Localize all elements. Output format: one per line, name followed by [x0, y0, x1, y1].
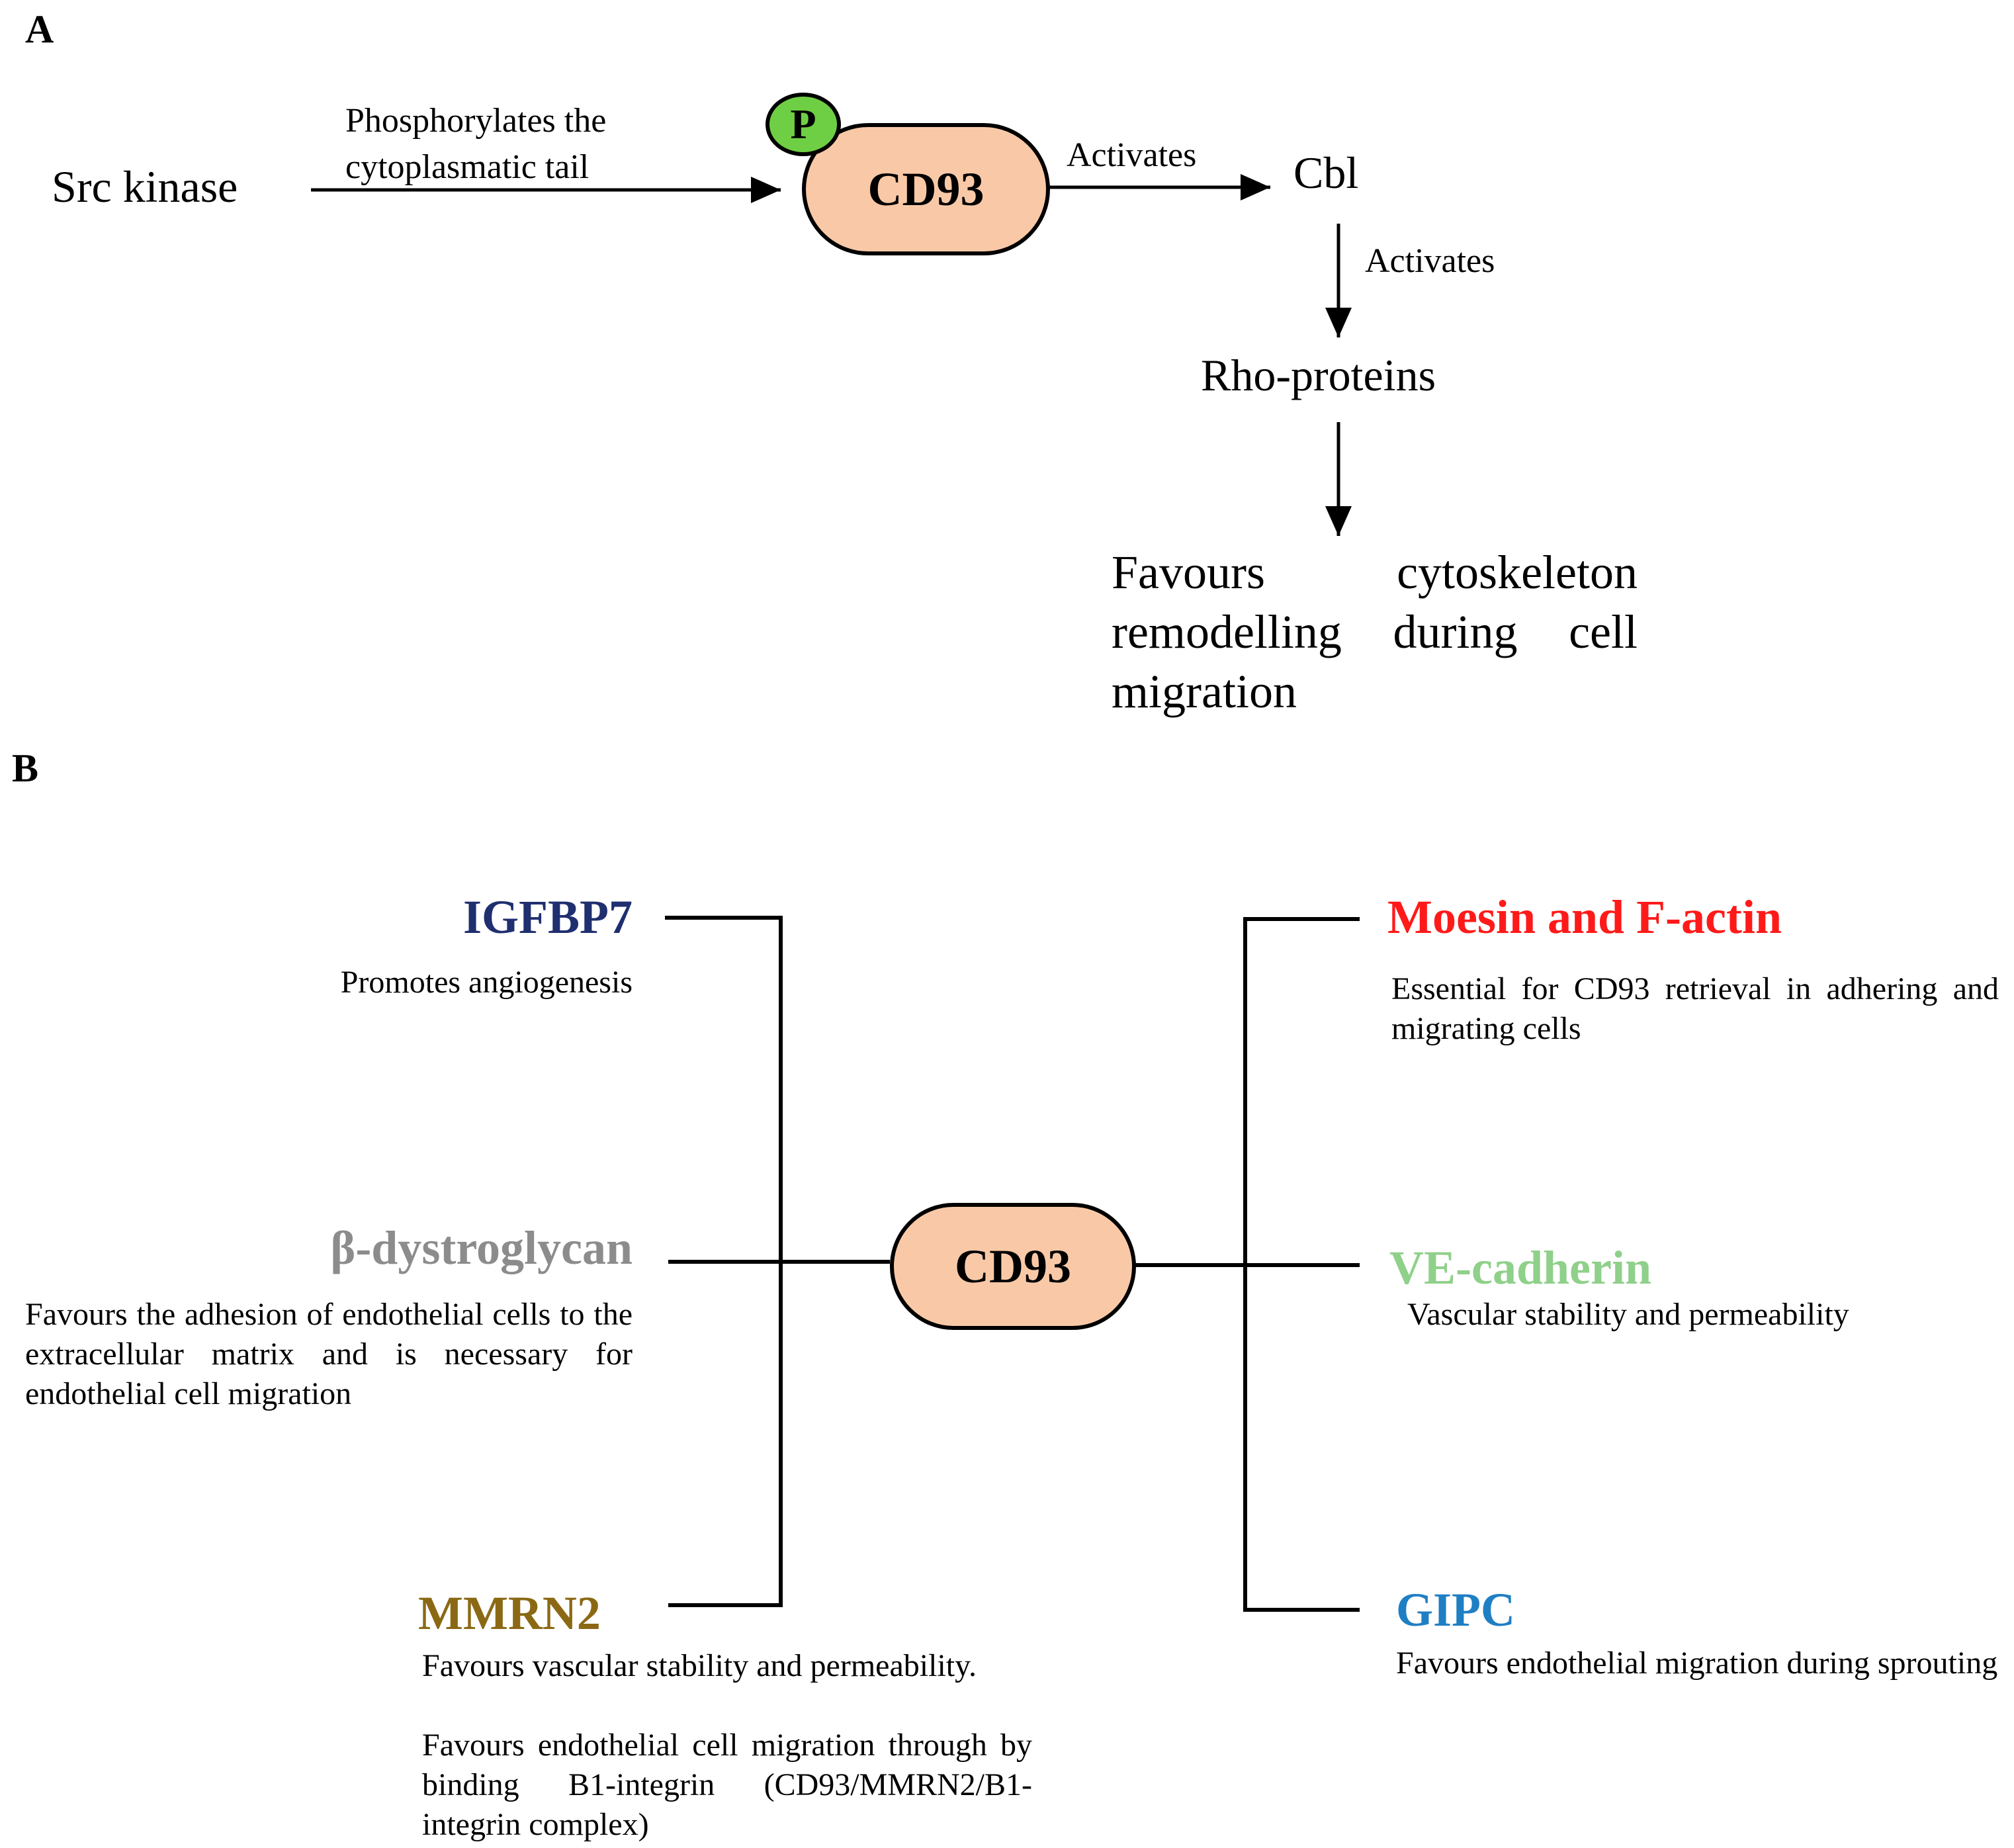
moesin-title: Moesin and F-actin: [1387, 891, 1782, 944]
cd93-node-a: CD93: [802, 123, 1050, 255]
phosphorylates-line-2: cytoplasmatic tail: [345, 148, 590, 186]
gipc-title: GIPC: [1396, 1583, 1515, 1636]
vecadherin-desc: Vascular stability and permeability: [1407, 1297, 1849, 1332]
mmrn2-desc-1: Favours vascular stability and permeabil…: [422, 1648, 977, 1683]
activates-label-1: Activates: [1067, 136, 1197, 174]
phosphorylates-line-1: Phosphorylates the: [345, 102, 607, 140]
igfbp7-desc: Promotes angiogenesis: [340, 965, 633, 1000]
igfbp7-title: IGFBP7: [462, 891, 633, 944]
phosphate-badge: P: [766, 93, 841, 156]
left-bracket: [665, 916, 890, 1607]
mmrn2-desc-2: Favours endothelial cell migration throu…: [422, 1728, 1032, 1842]
moesin-desc: Essential for CD93 retrieval in adhering…: [1391, 971, 1999, 1046]
vecadherin-title: VE-cadherin: [1389, 1241, 1651, 1294]
result-text: Favours cytoskeleton remodelling during …: [1112, 546, 1638, 718]
right-bracket: [1135, 917, 1360, 1612]
src-kinase-node: Src kinase: [52, 161, 238, 212]
cbl-node: Cbl: [1293, 148, 1359, 198]
phosphorylates-label: Phosphorylates the cytoplasmatic tail: [345, 98, 606, 191]
activates-label-2: Activates: [1365, 242, 1495, 280]
cd93-node-b: CD93: [890, 1203, 1136, 1330]
dystroglycan-desc: Favours the adhesion of endothelial cell…: [25, 1297, 633, 1411]
gipc-desc: Favours endothelial migration during spr…: [1396, 1646, 1998, 1681]
panel-b-label: B: [12, 746, 39, 790]
rho-proteins-node: Rho-proteins: [1201, 350, 1436, 400]
panel-a-label: A: [25, 7, 54, 51]
dystroglycan-title: β-dystroglycan: [330, 1221, 633, 1274]
mmrn2-title: MMRN2: [418, 1587, 601, 1640]
